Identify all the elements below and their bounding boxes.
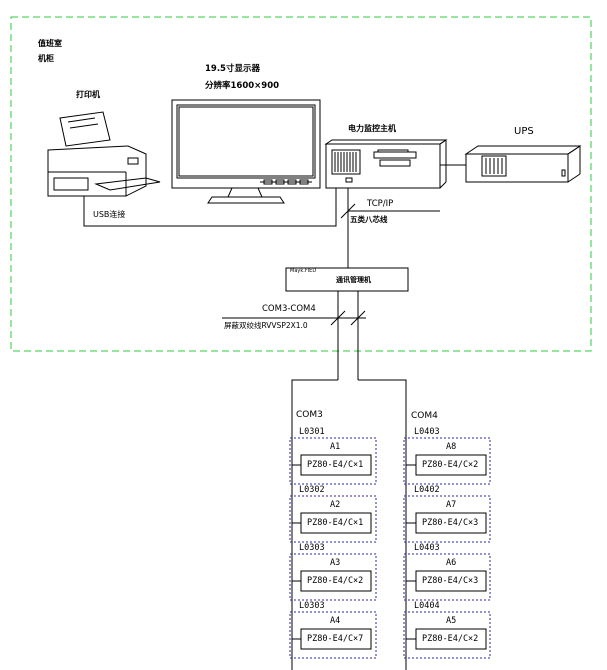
ups-label: UPS — [514, 126, 534, 137]
monitor-label: 19.5寸显示器 — [205, 64, 260, 74]
meter-address: A3 — [330, 558, 341, 568]
comm-manager-brand: Mayk.FIED — [290, 268, 317, 274]
host-label: 电力监控主机 — [348, 124, 396, 133]
meter-address: A8 — [446, 442, 457, 452]
ups-icon — [464, 145, 582, 183]
room-boundary — [10, 16, 592, 352]
bus-cable-label: 屏蔽双绞线RVVSP2X1.0 — [224, 321, 308, 330]
meter-model: PZ80-E4/C×3 — [422, 576, 479, 586]
com3-bus — [291, 379, 338, 670]
meter-loop: L0302 — [299, 485, 325, 495]
meter-address: A5 — [446, 616, 457, 626]
meter-address: A4 — [330, 616, 341, 626]
meter-loop: L0301 — [299, 427, 325, 437]
meter-address: A2 — [330, 500, 341, 510]
usb-cable — [83, 188, 337, 227]
comm-manager-box — [285, 267, 409, 292]
meter-address: A7 — [446, 500, 457, 510]
meter-model: PZ80-E4/C×3 — [422, 518, 479, 528]
monitor-icon — [171, 99, 321, 204]
bus-ports-label: COM3-COM4 — [262, 304, 316, 314]
meter-loop: L0403 — [414, 543, 440, 553]
com3-label: COM3 — [296, 410, 323, 420]
tcpip-cable-label: 五类八芯线 — [350, 215, 388, 224]
meter-address: A1 — [330, 442, 341, 452]
meter-loop: L0303 — [299, 601, 325, 611]
com4-bus — [358, 379, 407, 670]
meter-loop: L0402 — [414, 485, 440, 495]
meter-model: PZ80-E4/C×2 — [422, 460, 479, 470]
meter-loop: L0403 — [414, 427, 440, 437]
host-computer-icon — [324, 139, 448, 189]
com3-meters — [289, 437, 377, 659]
usb-label: USB连接 — [93, 210, 126, 219]
meter-model: PZ80-E4/C×7 — [307, 634, 364, 644]
tcpip-tick — [340, 203, 356, 219]
meter-address: A6 — [446, 558, 457, 568]
meter-model: PZ80-E4/C×2 — [307, 576, 364, 586]
printer-icon — [47, 111, 161, 197]
meter-model: PZ80-E4/C×2 — [422, 634, 479, 644]
meter-model: PZ80-E4/C×1 — [307, 460, 364, 470]
comm-manager-label: 通讯管理机 — [336, 276, 371, 284]
printer-label: 打印机 — [76, 90, 100, 99]
com4-meters — [403, 437, 491, 659]
com4-meter-boxes — [406, 454, 487, 650]
bus-tick-2 — [350, 310, 366, 326]
meter-loop: L0303 — [299, 543, 325, 553]
meter-model: PZ80-E4/C×1 — [307, 518, 364, 528]
bus-tick-1 — [330, 310, 346, 326]
meter-loop: L0404 — [414, 601, 440, 611]
com4-label: COM4 — [411, 411, 438, 421]
room-label-2: 机柜 — [38, 54, 54, 63]
com3-meter-boxes — [292, 454, 372, 650]
tcpip-label: TCP/IP — [367, 199, 394, 209]
monitor-resolution: 分辨率1600×900 — [205, 81, 280, 91]
room-label-1: 值班室 — [38, 39, 62, 48]
